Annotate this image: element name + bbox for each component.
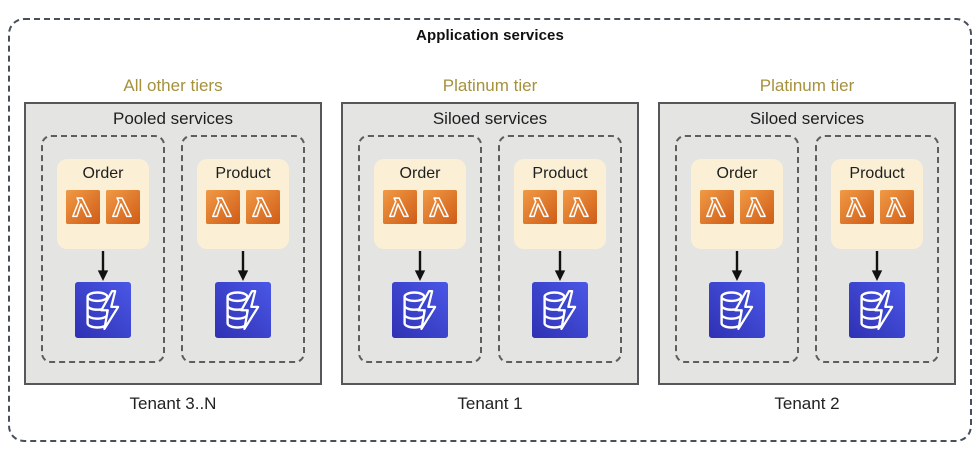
lambda-row bbox=[700, 190, 774, 224]
siloed-services-panel: Siloed services Order bbox=[658, 102, 956, 385]
service-container-product: Product bbox=[815, 135, 939, 363]
arrow-down-icon bbox=[870, 251, 884, 281]
lambda-icon bbox=[740, 190, 774, 224]
siloed-services-panel: Siloed services Order bbox=[341, 102, 639, 385]
pooled-services-panel: Pooled services Order bbox=[24, 102, 322, 385]
dynamodb-icon bbox=[392, 282, 448, 338]
dynamodb-icon bbox=[532, 282, 588, 338]
service-name: Product bbox=[532, 165, 588, 182]
tier-label: All other tiers bbox=[123, 76, 223, 95]
tenant-groups: All other tiers Pooled services Order bbox=[24, 74, 956, 414]
dynamodb-icon bbox=[709, 282, 765, 338]
lambda-row bbox=[383, 190, 457, 224]
panel-title: Siloed services bbox=[749, 109, 865, 128]
lambda-icon bbox=[563, 190, 597, 224]
lambda-icon bbox=[880, 190, 914, 224]
tenant-label: Tenant 3..N bbox=[129, 394, 217, 413]
arrow-down-icon bbox=[96, 251, 110, 281]
tier-label: Platinum tier bbox=[442, 76, 538, 95]
tenant-group-tenant-1: Platinum tier Siloed services Order bbox=[341, 74, 639, 414]
dynamodb-icon bbox=[849, 282, 905, 338]
arrow-down-icon bbox=[730, 251, 744, 281]
tenant-label: Tenant 2 bbox=[774, 394, 840, 413]
services-row: Order Product bbox=[675, 135, 939, 363]
services-row: Order Product bbox=[41, 135, 305, 363]
lambda-icon bbox=[383, 190, 417, 224]
lambda-icon bbox=[523, 190, 557, 224]
panel-title: Siloed services bbox=[432, 109, 548, 128]
service-card: Product bbox=[514, 159, 606, 249]
service-name: Order bbox=[399, 165, 441, 182]
lambda-icon bbox=[840, 190, 874, 224]
diagram-title: Application services bbox=[416, 27, 564, 44]
arrow-down-icon bbox=[413, 251, 427, 281]
service-name: Order bbox=[716, 165, 758, 182]
service-card: Order bbox=[374, 159, 466, 249]
lambda-icon bbox=[423, 190, 457, 224]
service-name: Order bbox=[82, 165, 124, 182]
services-row: Order Product bbox=[358, 135, 622, 363]
lambda-row bbox=[66, 190, 140, 224]
lambda-icon bbox=[700, 190, 734, 224]
service-container-order: Order bbox=[358, 135, 482, 363]
service-name: Product bbox=[215, 165, 271, 182]
service-card: Product bbox=[831, 159, 923, 249]
tenant-group-tenant-2: Platinum tier Siloed services Order bbox=[658, 74, 956, 414]
lambda-icon bbox=[206, 190, 240, 224]
service-card: Order bbox=[57, 159, 149, 249]
tenant-label: Tenant 1 bbox=[457, 394, 523, 413]
arrow-down-icon bbox=[553, 251, 567, 281]
service-name: Product bbox=[849, 165, 905, 182]
service-card: Product bbox=[197, 159, 289, 249]
lambda-icon bbox=[66, 190, 100, 224]
panel-title: Pooled services bbox=[112, 109, 233, 128]
service-container-order: Order bbox=[675, 135, 799, 363]
dynamodb-icon bbox=[215, 282, 271, 338]
arrow-down-icon bbox=[236, 251, 250, 281]
lambda-row bbox=[523, 190, 597, 224]
tier-label: Platinum tier bbox=[759, 76, 855, 95]
service-container-product: Product bbox=[181, 135, 305, 363]
lambda-icon bbox=[246, 190, 280, 224]
tenant-group-other-tiers: All other tiers Pooled services Order bbox=[24, 74, 322, 414]
application-services-boundary: Application services All other tiers Poo… bbox=[8, 18, 972, 442]
lambda-row bbox=[840, 190, 914, 224]
lambda-icon bbox=[106, 190, 140, 224]
dynamodb-icon bbox=[75, 282, 131, 338]
service-container-order: Order bbox=[41, 135, 165, 363]
lambda-row bbox=[206, 190, 280, 224]
service-card: Order bbox=[691, 159, 783, 249]
service-container-product: Product bbox=[498, 135, 622, 363]
